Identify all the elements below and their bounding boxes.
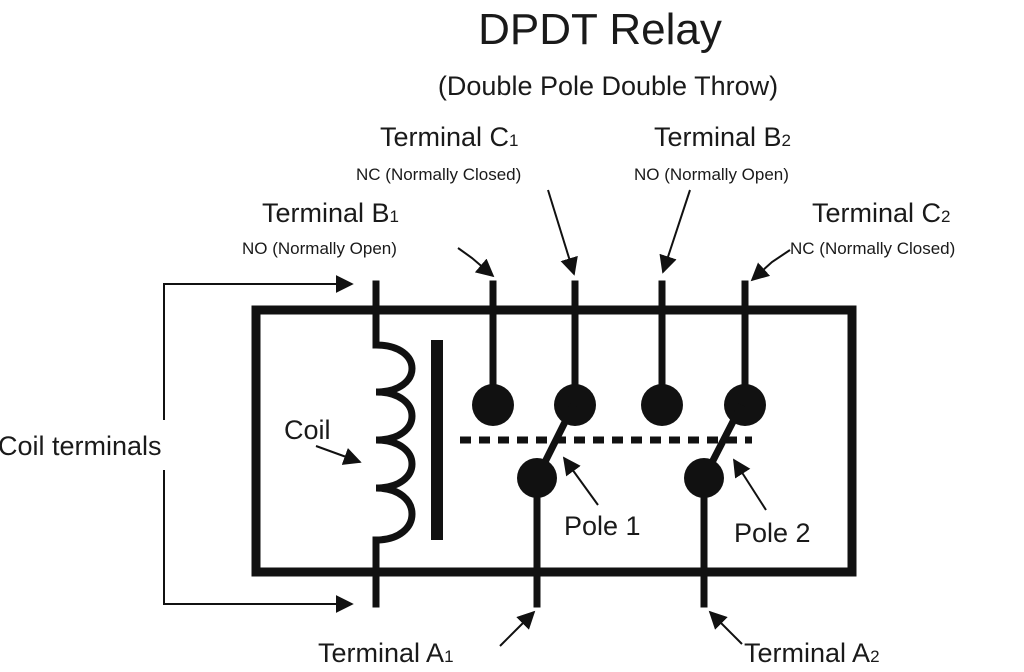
terminal-c2-desc: NC (Normally Closed)	[790, 239, 955, 258]
arrow-c2	[750, 249, 791, 282]
pole-1-label: Pole 1	[564, 511, 641, 541]
contact-b2	[641, 384, 683, 426]
coil-winding	[372, 341, 416, 544]
terminal-c2-label: Terminal C2	[812, 198, 951, 228]
terminal-b1-label: Terminal B1	[262, 198, 399, 228]
coil-terminals-label: Coil terminals	[0, 431, 162, 461]
arrow-a2	[708, 610, 743, 645]
contact-c1	[554, 384, 596, 426]
relay-body	[251, 305, 857, 577]
terminal-a2-label: Terminal A2	[744, 638, 880, 668]
arrow-b1	[457, 247, 495, 278]
terminal-b1-desc: NO (Normally Open)	[242, 239, 397, 258]
contact-b1	[472, 384, 514, 426]
arrow-pole-1	[562, 456, 599, 506]
coil-label: Coil	[284, 415, 331, 445]
arrow-b2	[659, 189, 691, 274]
terminal-b2-desc: NO (Normally Open)	[634, 165, 789, 184]
coil-terminals-bracket-bottom	[163, 470, 354, 613]
terminal-c1-desc: NC (Normally Closed)	[356, 165, 521, 184]
arrow-c1	[547, 189, 578, 276]
diagram-title: DPDT Relay	[478, 5, 722, 54]
arrow-a1	[499, 610, 536, 647]
terminal-b2-label: Terminal B2	[654, 122, 791, 152]
terminal-c1-label: Terminal C1	[380, 122, 519, 152]
pole-2-label: Pole 2	[734, 518, 811, 548]
terminal-a1-label: Terminal A1	[318, 638, 454, 668]
arrow-coil	[315, 445, 362, 465]
diagram-subtitle: (Double Pole Double Throw)	[438, 71, 778, 101]
coil-terminals-bracket-top	[163, 275, 354, 420]
arrow-pole-2	[733, 458, 767, 511]
